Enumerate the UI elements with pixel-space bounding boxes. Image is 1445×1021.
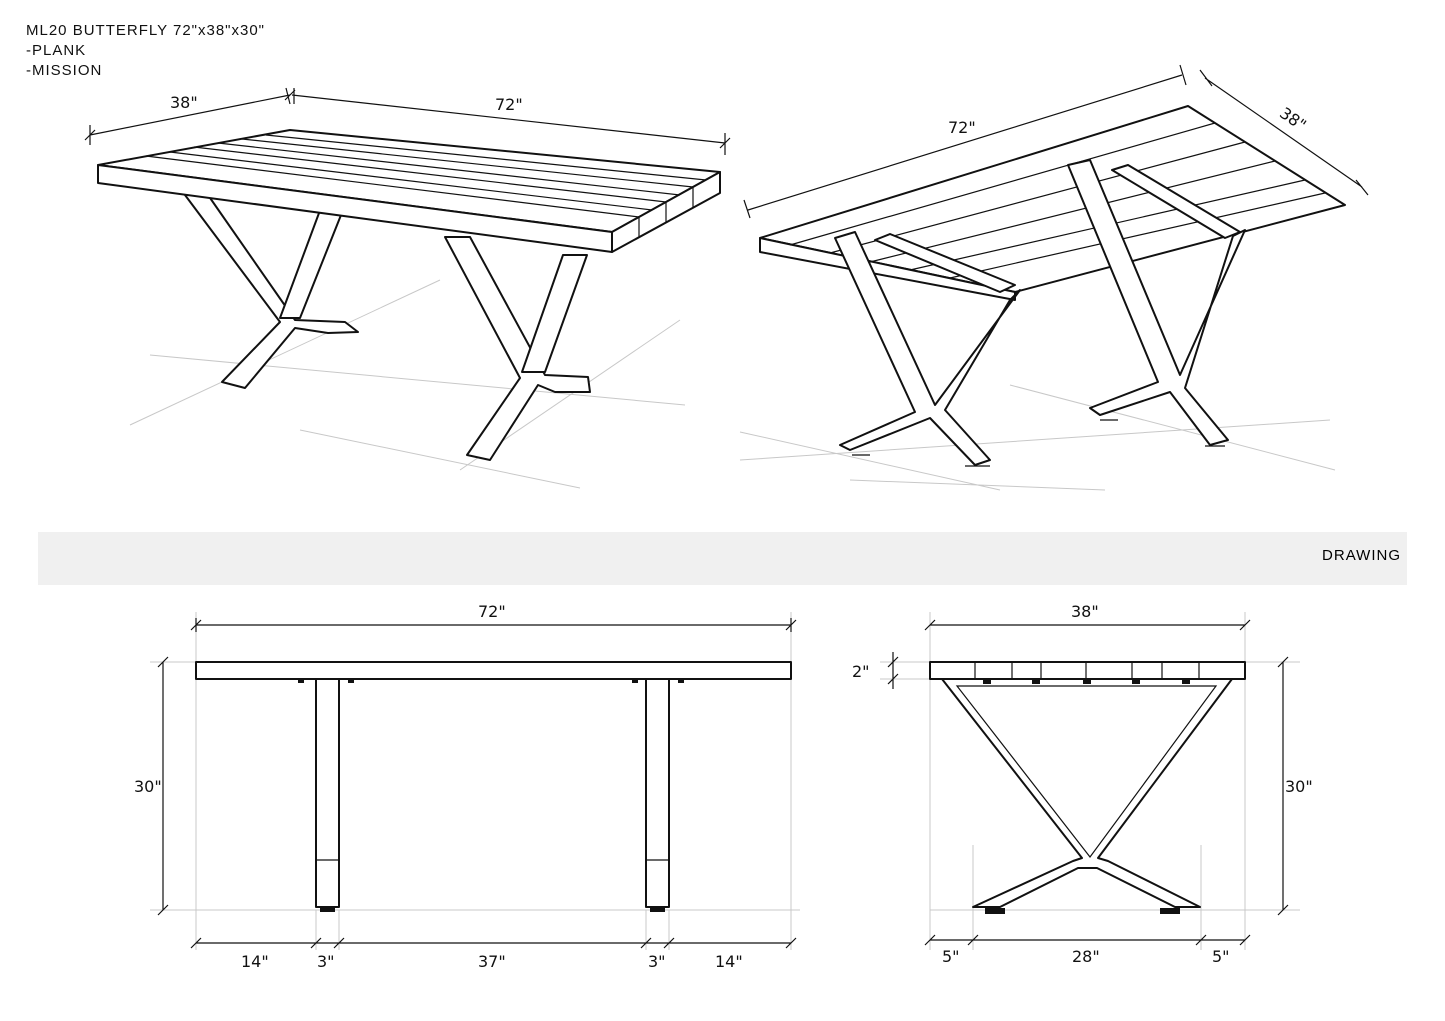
section-label: DRAWING [1322,547,1401,564]
perspective-view-left: 38" 72" [84,87,731,489]
dim-bottom-label: 3" [648,952,666,971]
front-elevation: 72" 30" 14" 3" 37" 3" 14" [134,602,800,971]
section-band: DRAWING [38,532,1407,585]
dim-length-label: 72" [948,118,976,137]
subtitle-plank: -PLANK [26,42,87,59]
dim-bottom-label: 3" [317,952,335,971]
dim-height-label: 30" [1285,777,1313,796]
subtitle-mission: -MISSION [26,62,103,79]
dim-width-label: 38" [1276,103,1310,134]
title-line: ML20 BUTTERFLY 72"x38"x30" [26,22,266,39]
dim-bottom-label: 37" [478,952,506,971]
dim-bottom-label: 5" [942,947,960,966]
dim-length-label: 72" [495,95,523,114]
side-elevation: 38" 2" 30" 5" 28" 5" [852,602,1313,966]
dim-width-label: 38" [1071,602,1099,621]
dim-height-label: 30" [134,777,162,796]
perspective-view-right: 72" 38" [739,64,1369,491]
dim-bottom-label: 14" [715,952,743,971]
dim-bottom-label: 28" [1072,947,1100,966]
dim-length-label: 72" [478,602,506,621]
dim-thickness-label: 2" [852,662,870,681]
dim-bottom-label: 14" [241,952,269,971]
dim-bottom-label: 5" [1212,947,1230,966]
dim-width-label: 38" [170,93,198,112]
